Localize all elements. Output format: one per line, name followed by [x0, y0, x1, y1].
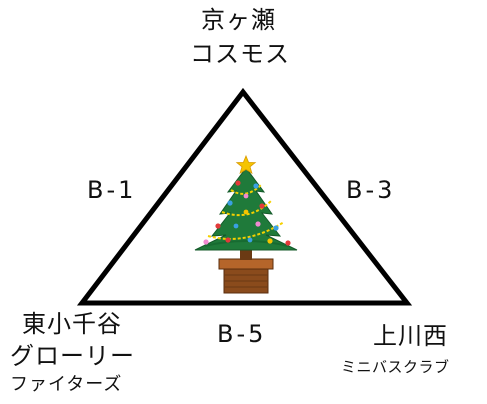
- team-bottom-left-name-line1: 東小千谷: [22, 310, 122, 338]
- team-top-name-line2: コスモス: [190, 40, 290, 68]
- match-label-bottom: B-5: [217, 320, 267, 348]
- team-bottom-right-name-line1: 上川西: [373, 322, 448, 350]
- bracket-triangle: [76, 87, 413, 306]
- match-label-left: B-1: [87, 176, 137, 204]
- team-top-name-line1: 京ヶ瀬: [201, 6, 276, 34]
- team-bottom-left-name-line3: ファイターズ: [10, 374, 123, 395]
- star-icon: [235, 154, 257, 175]
- christmas-tree-icon: [194, 154, 298, 294]
- match-label-right: B-3: [346, 176, 396, 204]
- team-bottom-left-name-line2: グローリー: [10, 342, 135, 370]
- team-bottom-right-name-line2: ミニバスクラブ: [341, 358, 450, 376]
